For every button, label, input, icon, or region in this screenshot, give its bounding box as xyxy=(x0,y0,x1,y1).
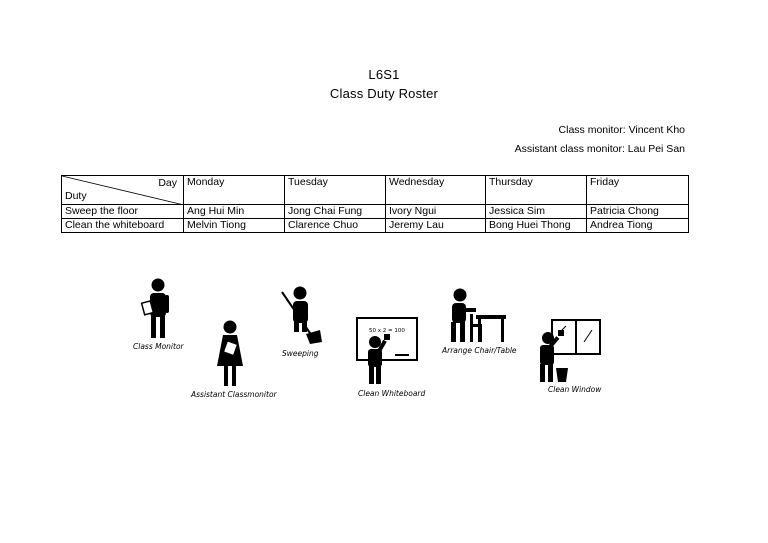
student-cell: Ivory Ngui xyxy=(385,204,486,219)
student-cell: Ang Hui Min xyxy=(183,204,285,219)
student-cell: Melvin Tiong xyxy=(183,218,285,233)
assistant-monitor-line: Assistant class monitor: Lau Pei San xyxy=(514,143,685,155)
table-row: Sweep the floor Ang Hui Min Jong Chai Fu… xyxy=(61,204,689,219)
table-row: Clean the whiteboard Melvin Tiong Claren… xyxy=(61,218,689,233)
student-cell: Patricia Chong xyxy=(586,204,689,219)
student-cell: Bong Huei Thong xyxy=(485,218,587,233)
student-cell: Clarence Chuo xyxy=(284,218,386,233)
window-caption: Clean Window xyxy=(548,385,602,394)
arrange-caption: Arrange Chair/Table xyxy=(442,346,517,355)
student-cell: Jeremy Lau xyxy=(385,218,486,233)
day-header: Tuesday xyxy=(284,175,386,205)
class-monitor-icon xyxy=(140,278,169,338)
duty-roster-table: Day Duty Monday Tuesday Wednesday Thursd… xyxy=(61,175,689,233)
day-header: Monday xyxy=(183,175,285,205)
diagonal-divider xyxy=(62,176,180,204)
roster-title-code: L6S1 xyxy=(368,67,400,82)
table-header-row: Day Duty Monday Tuesday Wednesday Thursd… xyxy=(61,175,689,205)
class-monitor-line: Class monitor: Vincent Kho xyxy=(558,124,685,136)
day-header: Thursday xyxy=(485,175,587,205)
roster-title: Class Duty Roster xyxy=(329,86,439,101)
clean-window-icon xyxy=(540,319,601,382)
day-duty-corner-cell: Day Duty xyxy=(61,175,184,205)
assistant-classmonitor-icon xyxy=(217,320,243,386)
day-header: Friday xyxy=(586,175,689,205)
duty-label: Duty xyxy=(65,190,87,202)
whiteboard-caption: Clean Whiteboard xyxy=(358,389,426,398)
day-label: Day xyxy=(158,177,177,189)
class-monitor-caption: Class Monitor xyxy=(133,342,184,351)
duty-name-cell: Sweep the floor xyxy=(61,204,184,219)
student-cell: Andrea Tiong xyxy=(586,218,689,233)
arrange-chair-table-icon xyxy=(451,288,506,342)
student-cell: Jessica Sim xyxy=(485,204,587,219)
student-cell: Jong Chai Fung xyxy=(284,204,386,219)
sweeping-icon xyxy=(281,286,322,344)
whiteboard-sum-text: 50 x 2 = 100 xyxy=(369,328,405,334)
day-header: Wednesday xyxy=(385,175,486,205)
duty-name-cell: Clean the whiteboard xyxy=(61,218,184,233)
assistant-caption: Assistant Classmonitor xyxy=(191,390,277,399)
clean-whiteboard-icon: 50 x 2 = 100 xyxy=(356,317,418,384)
sweeping-caption: Sweeping xyxy=(282,349,319,358)
